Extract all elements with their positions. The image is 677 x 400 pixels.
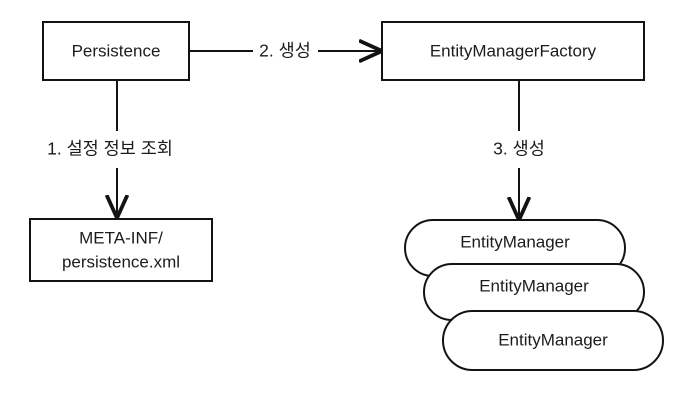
node-entity-manager-3-label: EntityManager	[498, 330, 608, 349]
node-persistence-shape	[42, 21, 190, 81]
node-persistence-label: Persistence	[72, 41, 161, 60]
node-entity-manager-3[interactable]: EntityManager	[442, 310, 664, 371]
node-meta-inf[interactable]: META-INF/ persistence.xml	[29, 218, 213, 282]
node-entity-manager-3-shape	[442, 310, 664, 371]
node-entity-manager-2[interactable]: EntityManager	[423, 263, 645, 321]
edge-3-label: 3. 생성	[493, 139, 545, 159]
node-entity-manager-factory[interactable]: EntityManagerFactory	[381, 21, 645, 81]
edge-1-group: 1. 설정 정보 조회	[47, 81, 173, 217]
node-meta-inf-label-line1: META-INF/	[79, 228, 163, 247]
node-meta-inf-label-line2: persistence.xml	[62, 252, 180, 271]
node-entity-manager-factory-shape	[381, 21, 645, 81]
node-entity-manager-factory-label: EntityManagerFactory	[430, 41, 597, 60]
edge-3-group: 3. 생성	[493, 81, 545, 219]
edge-2-group: 2. 생성	[189, 41, 381, 61]
node-entity-manager-1-label: EntityManager	[460, 232, 570, 251]
node-entity-manager-2-label: EntityManager	[479, 276, 589, 295]
edge-2-label: 2. 생성	[259, 41, 311, 61]
node-meta-inf-shape	[29, 218, 213, 282]
edge-1-label: 1. 설정 정보 조회	[47, 139, 173, 159]
node-persistence[interactable]: Persistence	[42, 21, 190, 81]
